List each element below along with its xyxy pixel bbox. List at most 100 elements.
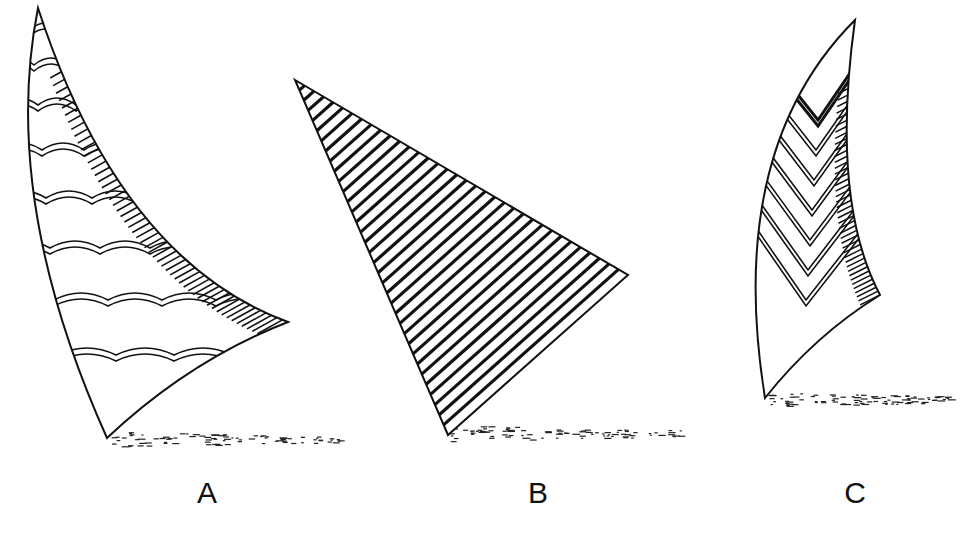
stripe-line	[444, 269, 619, 424]
stipple-dash	[139, 443, 146, 444]
stipple-dash	[579, 431, 586, 432]
stipple-dash	[623, 437, 628, 438]
stipple-dash	[581, 438, 583, 439]
stipple-dash	[857, 397, 859, 398]
stipple-dash	[265, 437, 268, 438]
stipple-dash	[860, 403, 865, 404]
stipple-dash	[506, 429, 509, 430]
stipple-dash	[668, 432, 675, 433]
stripe-line	[304, 91, 314, 100]
stipple-dash	[672, 435, 680, 436]
stipple-dash	[658, 435, 665, 436]
stipple-dash	[617, 432, 619, 433]
stipple-dash	[147, 445, 153, 446]
stipple-dash	[484, 431, 488, 432]
stipple-dash	[624, 434, 631, 435]
stipple-dash	[914, 396, 917, 397]
stipple-dash	[861, 404, 869, 405]
stipple-dash	[905, 395, 909, 396]
stipple-dash	[338, 440, 345, 441]
stipple-dash	[480, 431, 485, 432]
stipple-dash	[174, 437, 178, 438]
chevron-line	[730, 36, 900, 156]
stipple-dash	[867, 401, 872, 402]
scallop-line	[0, 197, 322, 204]
stipple-dash	[206, 439, 212, 440]
stipple-dash	[471, 433, 473, 434]
stipple-dash	[791, 394, 794, 395]
hatch-line	[837, 102, 847, 107]
hatch-line	[835, 126, 846, 132]
scallop-line	[0, 348, 348, 355]
stipple-dash	[262, 443, 265, 444]
stipple-dash	[236, 438, 239, 439]
stipple-dash	[918, 398, 925, 399]
stipple-dash	[881, 397, 886, 398]
stipple-dash	[337, 439, 340, 440]
scallop-line	[0, 241, 350, 248]
stipple-dash	[283, 442, 288, 443]
stipple-dash	[205, 442, 211, 443]
stipple-dash	[833, 398, 839, 399]
stipple-dash	[891, 403, 894, 404]
ground-stipple	[450, 427, 685, 442]
chevron-line	[730, 120, 900, 240]
stipple-dash	[833, 401, 838, 402]
stripe-line	[378, 186, 476, 273]
stipple-dash	[164, 443, 167, 444]
chevron-line	[730, 6, 900, 126]
stipple-dash	[180, 433, 186, 434]
hatch-line	[257, 320, 282, 334]
stipple-dash	[785, 401, 793, 402]
stripe-line	[347, 147, 409, 202]
hatch-line	[847, 258, 865, 267]
stipple-dash	[654, 432, 657, 433]
stipple-dash	[141, 434, 143, 435]
stipple-dash	[454, 438, 459, 439]
hatch-line	[232, 308, 256, 321]
hatch-line	[117, 202, 134, 211]
stripe-line	[439, 264, 609, 415]
stipple-dash	[541, 438, 544, 439]
chevron-line	[730, 96, 900, 216]
stipple-dash	[238, 441, 242, 442]
stipple-dash	[780, 398, 783, 399]
stripe-line	[382, 191, 485, 282]
stripe-line	[400, 214, 523, 324]
stipple-dash	[871, 396, 878, 397]
stipple-dash	[811, 396, 815, 397]
stipple-dash	[260, 436, 263, 437]
hatch-line	[98, 173, 113, 181]
stipple-dash	[128, 446, 131, 447]
stipple-dash	[921, 403, 925, 404]
stipple-dash	[130, 435, 133, 436]
stipple-dash	[608, 434, 610, 435]
stipple-dash	[649, 433, 652, 434]
stipple-dash	[773, 401, 776, 402]
stripe-line	[321, 113, 352, 140]
stipple-dash	[943, 399, 946, 400]
chevron-line	[730, 0, 900, 120]
stipple-dash	[558, 433, 562, 434]
stipple-dash	[945, 397, 948, 398]
hatch-line	[854, 279, 873, 288]
stipple-dash	[481, 426, 487, 427]
stipple-dash	[882, 403, 888, 404]
stipple-dash	[530, 439, 537, 440]
hatch-line	[166, 260, 186, 271]
stipple-dash	[129, 433, 132, 434]
stipple-dash	[249, 438, 256, 439]
stipple-dash	[477, 430, 482, 431]
figure-letter: C	[844, 478, 866, 508]
hatch-line	[179, 272, 200, 283]
stipple-dash	[301, 442, 304, 443]
stipple-dash	[521, 430, 526, 431]
stipple-dash	[211, 435, 219, 436]
stipple-dash	[239, 439, 242, 440]
stipple-dash	[852, 396, 855, 397]
figure-letter: B	[528, 478, 548, 508]
stipple-dash	[580, 436, 586, 437]
stipple-dash	[301, 437, 305, 438]
stipple-dash	[545, 431, 552, 432]
scallop-line	[0, 354, 348, 361]
